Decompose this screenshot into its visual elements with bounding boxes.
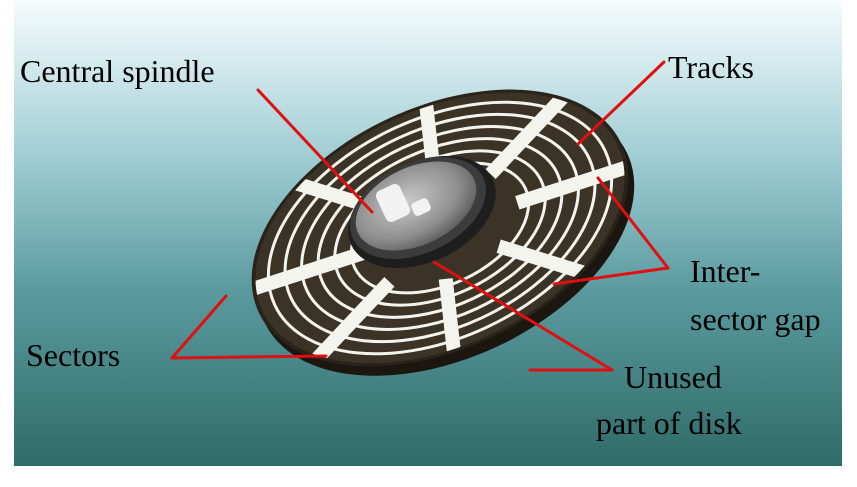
leader-sectors-2 (172, 356, 326, 358)
label-inter-sector-gap-line2: sector gap (690, 301, 821, 337)
label-central-spindle: Central spindle (20, 53, 215, 89)
label-inter-sector-gap-line1: Inter- (690, 253, 760, 289)
label-unused-line2: part of disk (596, 405, 742, 441)
sector-gap (446, 279, 455, 355)
label-sectors: Sectors (26, 337, 120, 373)
label-unused-line1: Unused (624, 359, 722, 395)
label-tracks: Tracks (668, 49, 754, 85)
